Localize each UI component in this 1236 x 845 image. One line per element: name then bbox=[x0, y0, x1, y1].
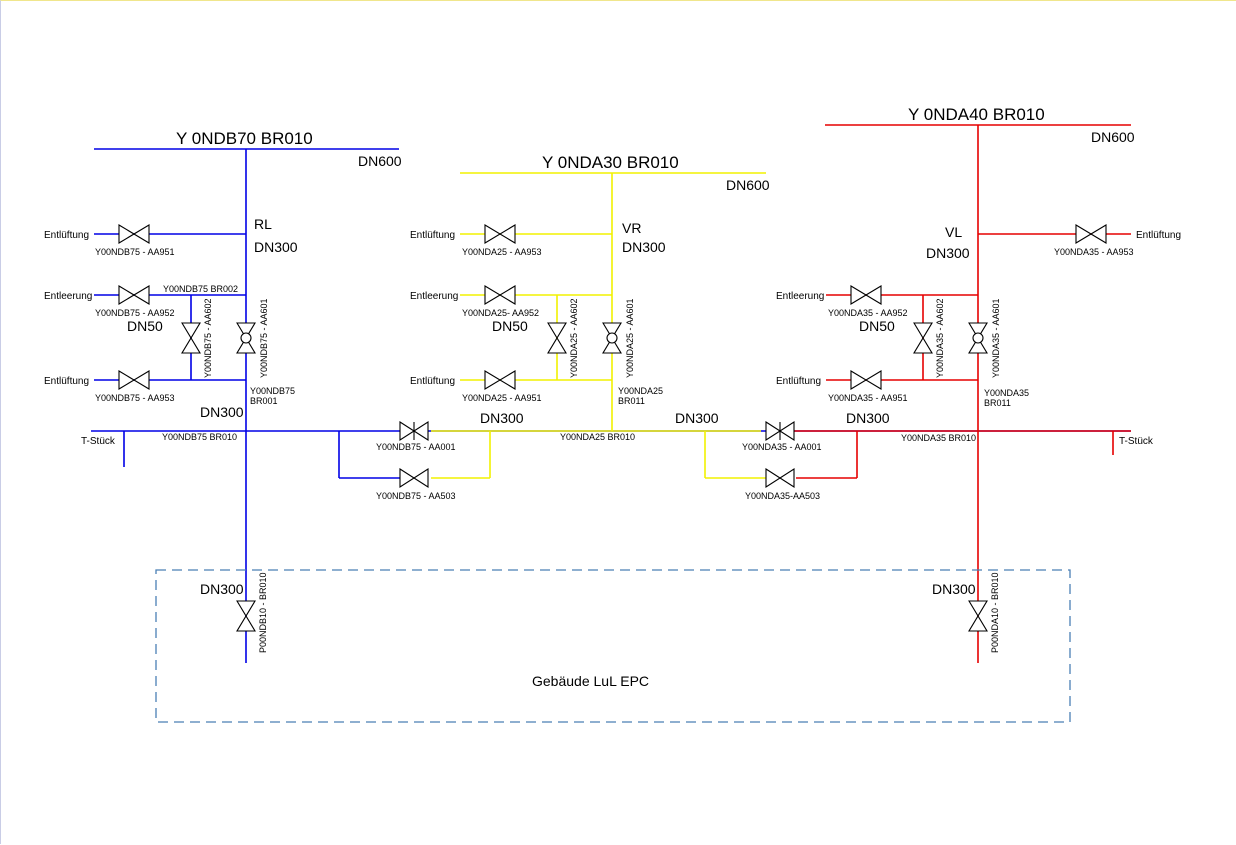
header-right-title: Y 0NDA40 BR010 bbox=[908, 105, 1045, 124]
valve-icon[interactable] bbox=[547, 322, 567, 354]
left-t-stuck-label: T-Stück bbox=[81, 436, 116, 447]
valve-icon[interactable] bbox=[118, 224, 150, 244]
valve-icon[interactable] bbox=[484, 285, 516, 305]
left-dn300-lower-label: DN300 bbox=[200, 404, 244, 420]
valve-icon[interactable] bbox=[968, 600, 988, 632]
building-boundary bbox=[155, 569, 1071, 723]
valve-icon[interactable] bbox=[118, 285, 150, 305]
middle-br011-label-a: Y00NDA25 bbox=[618, 386, 663, 396]
left-entluftung-bottom-label: Entlüftung bbox=[44, 376, 89, 387]
right-dn300-label: DN300 bbox=[926, 245, 970, 261]
left-entluftung-top-label: Entlüftung bbox=[44, 230, 89, 241]
building-label: Gebäude LuL EPC bbox=[532, 673, 649, 689]
left-valve-aa952-label: Y00NDB75 - AA952 bbox=[95, 308, 175, 318]
valve-icon[interactable] bbox=[765, 467, 795, 489]
middle-entluftung-top-label: Entlüftung bbox=[410, 230, 455, 241]
building-p-left-label: P00NDB10 - BR010 bbox=[258, 572, 268, 653]
bypass-nda-aa503-label: Y00NDA35-AA503 bbox=[745, 491, 820, 501]
bypass-ndb-aa001-label: Y00NDB75 - AA001 bbox=[376, 442, 456, 452]
left-br001-label-a: Y00NDB75 bbox=[250, 386, 295, 396]
left-br010-label: Y00NDB75 BR010 bbox=[162, 432, 237, 442]
control-valve-actuator-icon bbox=[240, 332, 252, 344]
left-aa601-label: Y00NDB75 - AA601 bbox=[259, 298, 269, 378]
middle-valve-aa952-label: Y00NDA25- AA952 bbox=[462, 308, 539, 318]
building-dn300-left-label: DN300 bbox=[200, 581, 244, 597]
middle-dn300-label: DN300 bbox=[622, 239, 666, 255]
control-valve-actuator-icon bbox=[972, 332, 984, 344]
header-right-dn600: DN600 bbox=[1091, 129, 1135, 145]
right-entluftung-bottom-label: Entlüftung bbox=[776, 376, 821, 387]
right-dn50-label: DN50 bbox=[859, 318, 895, 334]
middle-dn300-lower-right-label: DN300 bbox=[675, 410, 719, 426]
middle-br010-label: Y00NDA25 BR010 bbox=[560, 432, 635, 442]
valve-icon[interactable] bbox=[118, 370, 150, 390]
middle-dn50-label: DN50 bbox=[492, 318, 528, 334]
right-supply-line bbox=[791, 125, 1131, 663]
left-dn300-label: DN300 bbox=[254, 239, 298, 255]
left-br001-label-b: BR001 bbox=[250, 396, 278, 406]
valve-icon[interactable] bbox=[484, 224, 516, 244]
valve-icon[interactable] bbox=[850, 285, 882, 305]
valve-icon[interactable] bbox=[484, 370, 516, 390]
right-aa601-label: Y00NDA35 - AA601 bbox=[991, 298, 1001, 378]
right-dn300-lower-label: DN300 bbox=[846, 410, 890, 426]
middle-entleerung-label: Entleerung bbox=[410, 291, 458, 302]
right-valve-aa951-label: Y00NDA35 - AA951 bbox=[828, 393, 908, 403]
left-valve-aa951-label: Y00NDB75 - AA951 bbox=[95, 247, 175, 257]
right-entluftung-top-label: Entlüftung bbox=[1136, 230, 1181, 241]
valve-icon[interactable] bbox=[850, 370, 882, 390]
header-middle-title: Y 0NDA30 BR010 bbox=[542, 153, 679, 172]
valve-icon[interactable] bbox=[913, 322, 933, 354]
middle-valve-aa953-label: Y00NDA25 - AA953 bbox=[462, 247, 542, 257]
middle-dn300-lower-left-label: DN300 bbox=[480, 410, 524, 426]
right-valve-aa952-label: Y00NDA35 - AA952 bbox=[828, 308, 908, 318]
bypass-nda-aa001-label: Y00NDA35 - AA001 bbox=[742, 442, 822, 452]
left-rl-label: RL bbox=[254, 216, 272, 232]
valve-icon[interactable] bbox=[181, 322, 201, 354]
left-entleerung-label: Entleerung bbox=[44, 291, 92, 302]
right-br011-label-b: BR011 bbox=[984, 398, 1011, 408]
building-p-right-label: P00NDA10 - BR010 bbox=[990, 572, 1000, 653]
valve-icon[interactable] bbox=[236, 600, 256, 632]
valve-icon[interactable] bbox=[1075, 224, 1107, 244]
middle-aa601-label: Y00NDA25 - AA601 bbox=[625, 298, 635, 378]
header-left-dn600: DN600 bbox=[358, 153, 402, 169]
right-entleerung-label: Entleerung bbox=[776, 291, 824, 302]
middle-vr-label: VR bbox=[622, 220, 641, 236]
left-valve-aa953-label: Y00NDB75 - AA953 bbox=[95, 393, 175, 403]
middle-entluftung-bottom-label: Entlüftung bbox=[410, 376, 455, 387]
right-t-stuck-label: T-Stück bbox=[1119, 436, 1154, 447]
left-aa602-label: Y00NDB75 - AA602 bbox=[203, 298, 213, 378]
middle-aa602-label: Y00NDA25 - AA602 bbox=[569, 298, 579, 378]
left-br002-label: Y00NDB75 BR002 bbox=[163, 284, 238, 294]
right-valve-aa953-label: Y00NDA35 - AA953 bbox=[1054, 247, 1134, 257]
right-aa602-label: Y00NDA35 - AA602 bbox=[935, 298, 945, 378]
header-middle-dn600: DN600 bbox=[726, 177, 770, 193]
bypass-ndb-aa503-label: Y00NDB75 - AA503 bbox=[376, 491, 456, 501]
header-left-title: Y 0NDB70 BR010 bbox=[176, 129, 313, 148]
right-vl-label: VL bbox=[945, 224, 962, 240]
valve-icon[interactable] bbox=[399, 467, 429, 489]
right-br010-label: Y00NDA35 BR010 bbox=[901, 433, 976, 443]
control-valve-actuator-icon bbox=[606, 332, 618, 344]
left-dn50-label: DN50 bbox=[127, 318, 163, 334]
building-dn300-right-label: DN300 bbox=[932, 581, 976, 597]
right-br011-label-a: Y00NDA35 bbox=[984, 388, 1029, 398]
middle-br011-label-b: BR011 bbox=[618, 396, 645, 406]
middle-valve-aa951-label: Y00NDA25 - AA951 bbox=[462, 393, 542, 403]
